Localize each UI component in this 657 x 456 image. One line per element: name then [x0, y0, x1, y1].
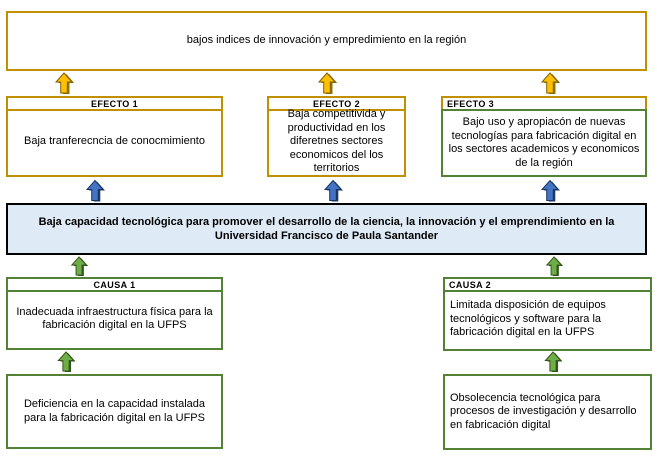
effect-1-box: EFECTO 1 Baja tranferecncia de conocmimi… — [6, 96, 223, 177]
effect-1-header: EFECTO 1 — [8, 98, 221, 111]
yellow-up-arrow-icon — [317, 72, 338, 94]
green-up-arrow-icon — [545, 256, 564, 276]
central-problem-box: Baja capacidad tecnológica para promover… — [6, 203, 647, 255]
cause-2-header: CAUSA 2 — [445, 279, 650, 292]
cause-2-text: Limitada disposición de equipos tecnológ… — [450, 299, 606, 339]
cause-2-box: CAUSA 2 Limitada disposición de equipos … — [443, 277, 652, 351]
cause-1-box: CAUSA 1 Inadecuada infraestructura físic… — [6, 277, 223, 350]
blue-up-arrow-icon — [323, 179, 343, 202]
cause-1-text: Inadecuada infraestructura física para l… — [16, 305, 213, 332]
yellow-up-arrow-icon — [540, 72, 561, 94]
green-up-arrow-icon — [70, 256, 89, 276]
effect-2-header: EFECTO 2 — [269, 98, 404, 111]
cause-1-header: CAUSA 1 — [8, 279, 221, 292]
sub-cause-2-text: Obsolecencia tecnológica para procesos d… — [450, 391, 637, 431]
top-effect-text: bajos indices de innovación y empredimie… — [186, 34, 467, 47]
yellow-up-arrow-icon — [54, 72, 75, 94]
sub-cause-1-text: Deficiencia en la capacidad instalada pa… — [23, 398, 205, 424]
effect-2-box: EFECTO 2 Baja competitivida y productivi… — [267, 96, 406, 177]
green-up-arrow-icon — [57, 351, 76, 372]
green-up-arrow-icon — [544, 351, 563, 372]
top-effect-box: bajos indices de innovación y empredimie… — [6, 11, 647, 71]
effect-3-text: Bajo uso y apropiacón de nuevas tecnolog… — [448, 116, 640, 169]
sub-cause-1-box: Deficiencia en la capacidad instalada pa… — [6, 374, 223, 449]
sub-cause-2-box: Obsolecencia tecnológica para procesos d… — [443, 374, 652, 450]
blue-up-arrow-icon — [540, 179, 560, 202]
effect-2-text: Baja competitivida y productividad en lo… — [287, 108, 386, 175]
effect-3-box: Bajo uso y apropiacón de nuevas tecnolog… — [441, 109, 647, 177]
blue-up-arrow-icon — [85, 179, 105, 202]
effect-1-text: Baja tranferecncia de conocmimiento — [24, 135, 205, 148]
